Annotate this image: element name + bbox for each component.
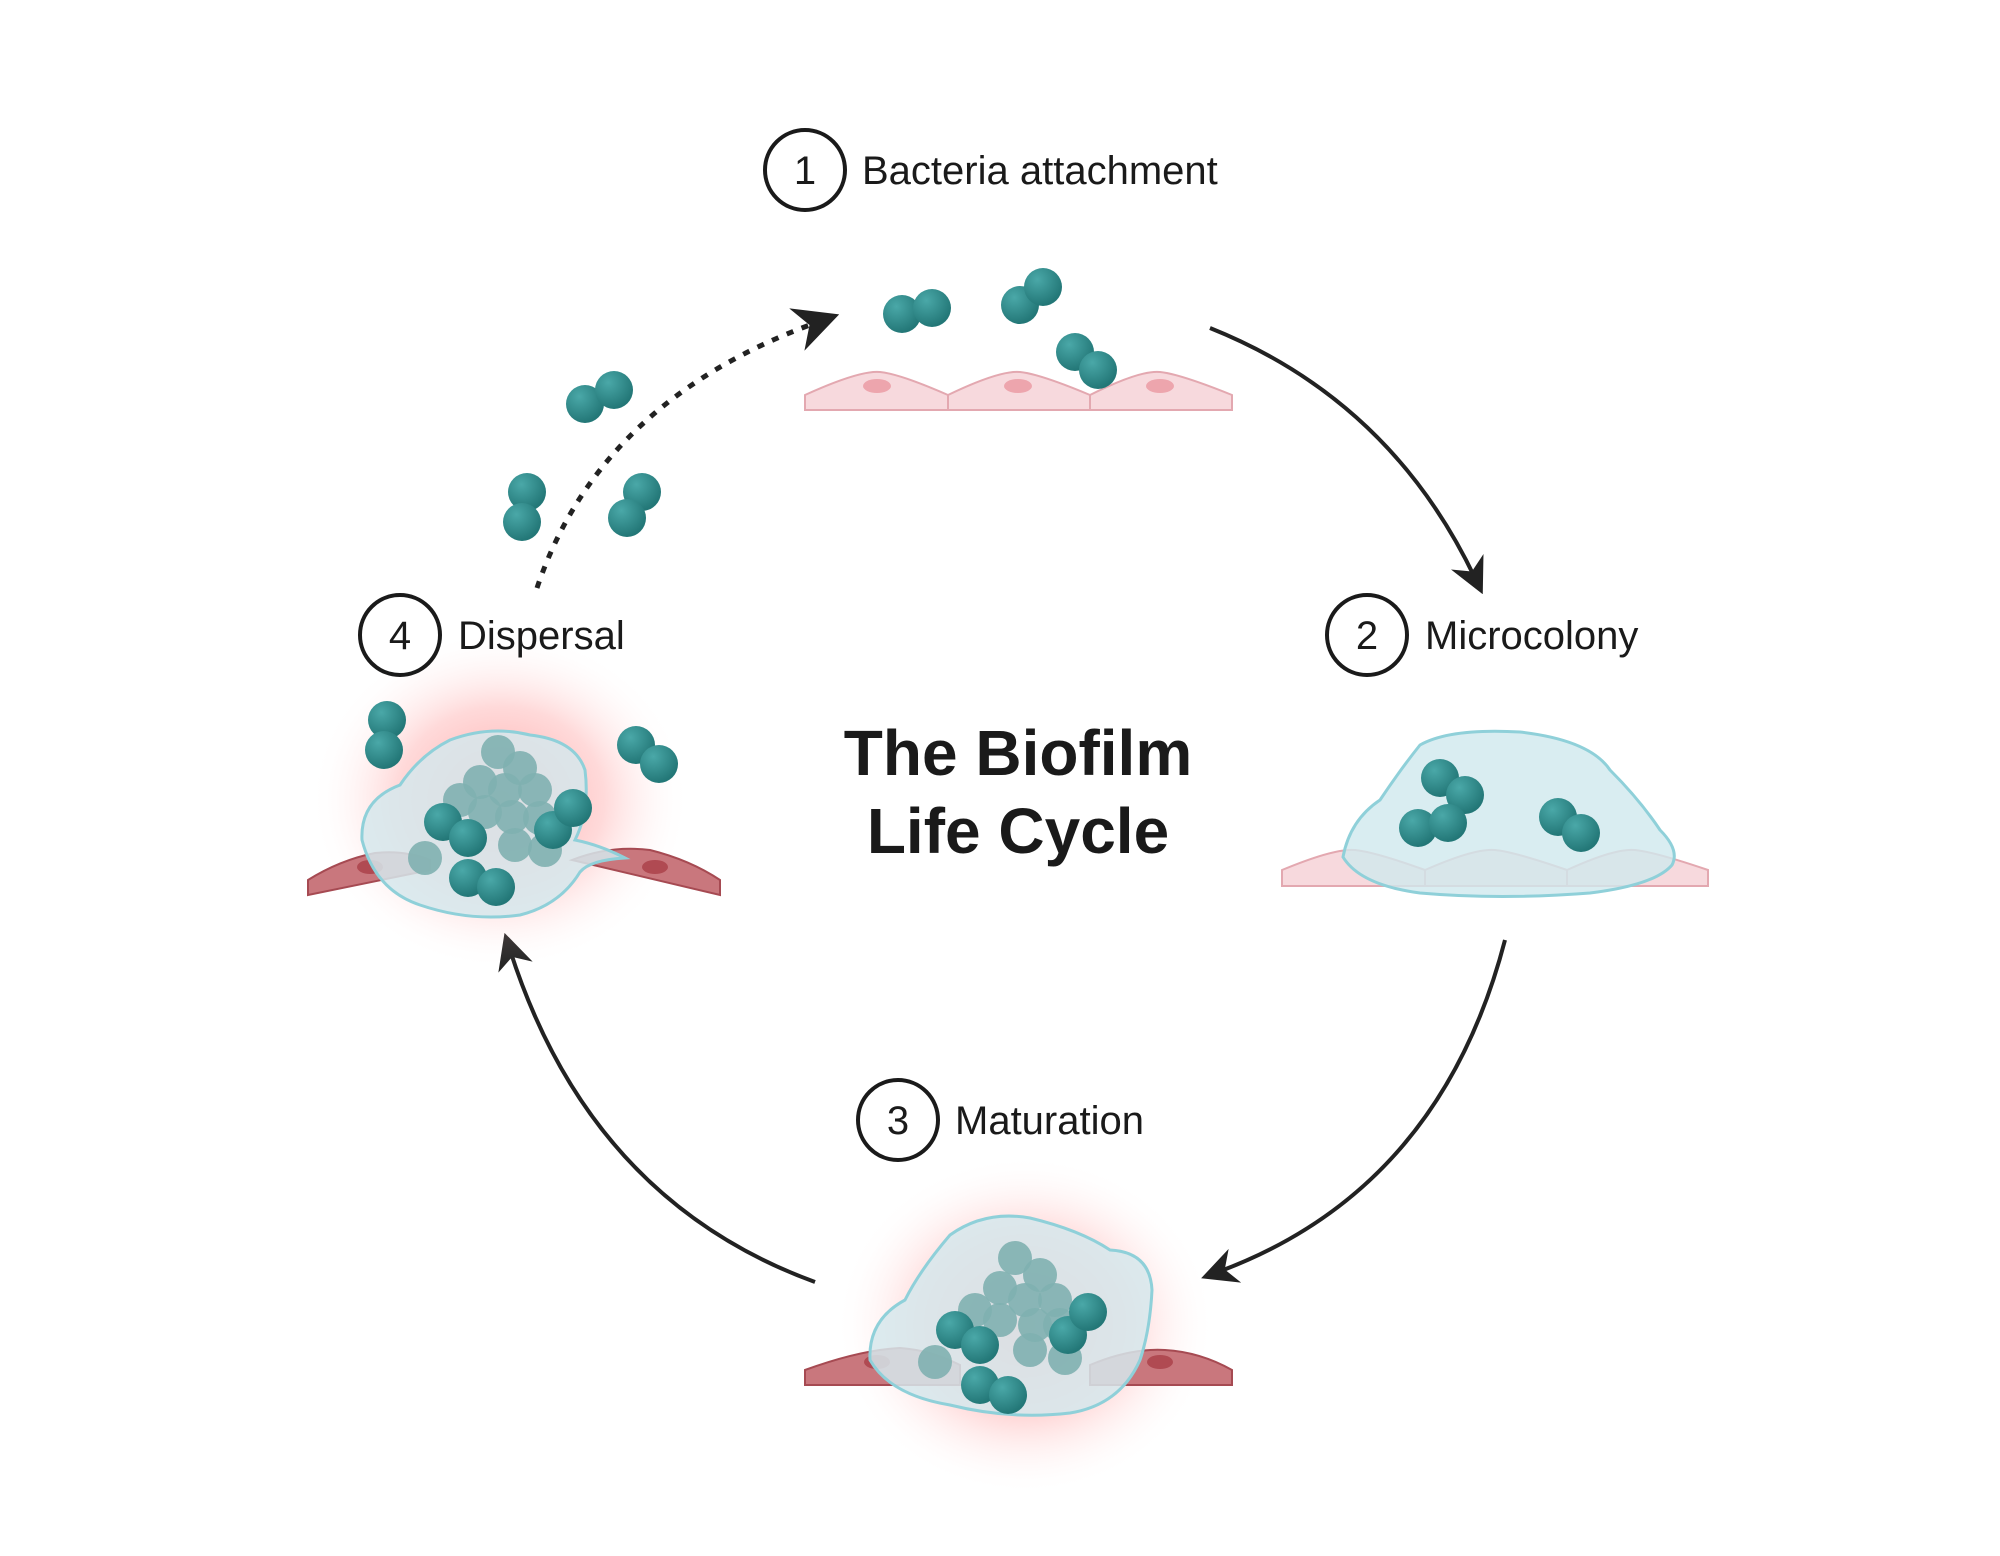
step-4-number-circle (358, 593, 442, 677)
step-4-label-group: 4 Dispersal (358, 593, 625, 677)
biofilm-matrix (1341, 729, 1676, 898)
step-3-illustration (804, 1155, 1233, 1495)
step-1-number-circle (763, 128, 847, 212)
diagram-title-line-2: Life Cycle (867, 795, 1169, 867)
step-3-label-group: 3 Maturation (856, 1078, 1144, 1162)
step-2-label: Microcolony (1425, 614, 1638, 658)
step-3-number: 3 (887, 1099, 909, 1143)
step-1-number: 1 (794, 149, 816, 193)
step-3-label: Maturation (955, 1099, 1144, 1143)
step-4-label: Dispersal (458, 614, 625, 658)
step-1-illustration (804, 268, 1233, 411)
step-2-number: 2 (1356, 614, 1378, 658)
arrow-2-to-3 (1201, 939, 1507, 1283)
dispersing-bacteria (365, 371, 678, 783)
step-4-number: 4 (389, 614, 411, 658)
step-2-number-circle (1325, 593, 1409, 677)
step-3-number-circle (856, 1078, 940, 1162)
step-1-label: Bacteria attachment (862, 149, 1218, 193)
arrow-4-to-1-dotted (534, 308, 840, 589)
arrow-3-to-4 (498, 932, 816, 1284)
step-4-illustration (307, 371, 721, 970)
bacteria-cluster (883, 268, 1117, 389)
step-2-illustration (1281, 729, 1709, 898)
diagram-title-line-1: The Biofilm (844, 717, 1192, 789)
step-1-label-group: 1 Bacteria attachment (763, 128, 1218, 212)
arrow-1-to-2 (1209, 326, 1484, 595)
step-2-label-group: 2 Microcolony (1325, 593, 1638, 677)
